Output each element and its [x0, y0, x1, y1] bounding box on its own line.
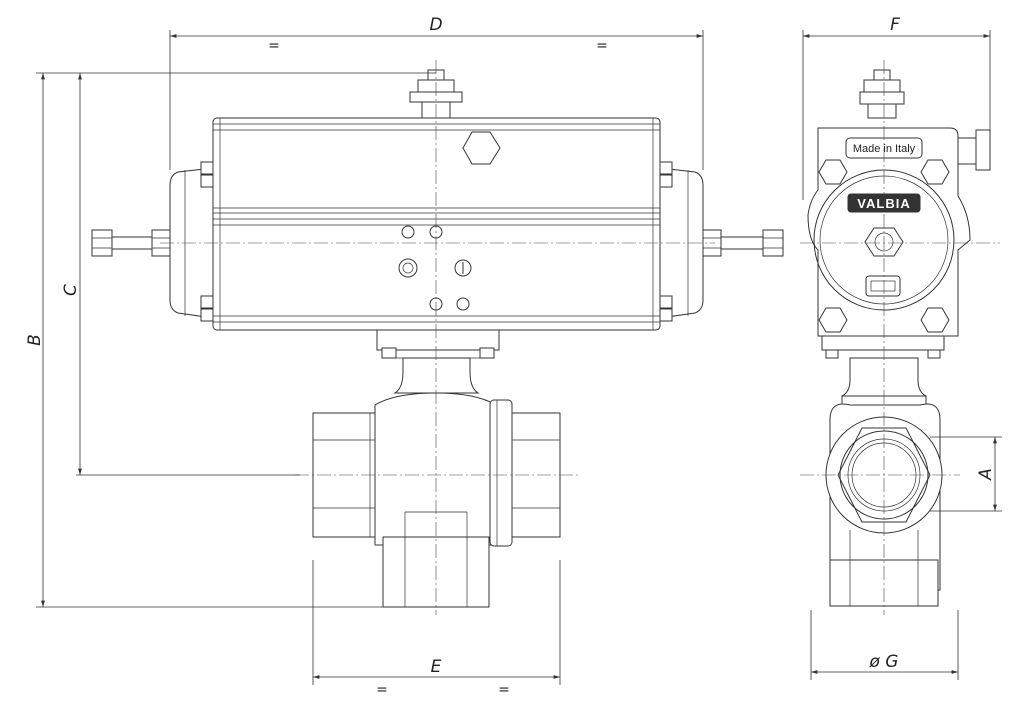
valve-body: [312, 392, 561, 608]
dimension-g-label: ø G: [869, 652, 899, 672]
equal-mark: =: [596, 38, 608, 54]
front-view: [91, 60, 784, 615]
equal-mark: =: [376, 682, 388, 698]
equal-mark: =: [268, 38, 280, 54]
side-view: Made in Italy VALBIA: [800, 60, 1000, 615]
dimension-b-label: B: [25, 334, 45, 346]
left-stop-screw: [91, 229, 171, 257]
actuator-left-end-cap: [169, 161, 214, 322]
actuator-right-end-cap: [659, 161, 704, 322]
dimension-a-label: A: [976, 468, 996, 481]
dimension-f-label: F: [890, 15, 900, 35]
mounting-bracket: [376, 329, 500, 394]
dimension-d-label: D: [429, 15, 442, 35]
right-stop-screw: [702, 229, 784, 257]
side-dimensions: F A ø G: [802, 15, 1002, 680]
side-position-indicator: [859, 69, 905, 119]
brand-logo-label: VALBIA: [857, 196, 910, 211]
equal-mark: =: [498, 682, 510, 698]
dimension-e-label: E: [431, 657, 442, 677]
front-dimensions: D = = B C E = =: [25, 15, 704, 698]
actuator-body: [212, 117, 661, 331]
dimension-c-label: C: [61, 284, 81, 296]
